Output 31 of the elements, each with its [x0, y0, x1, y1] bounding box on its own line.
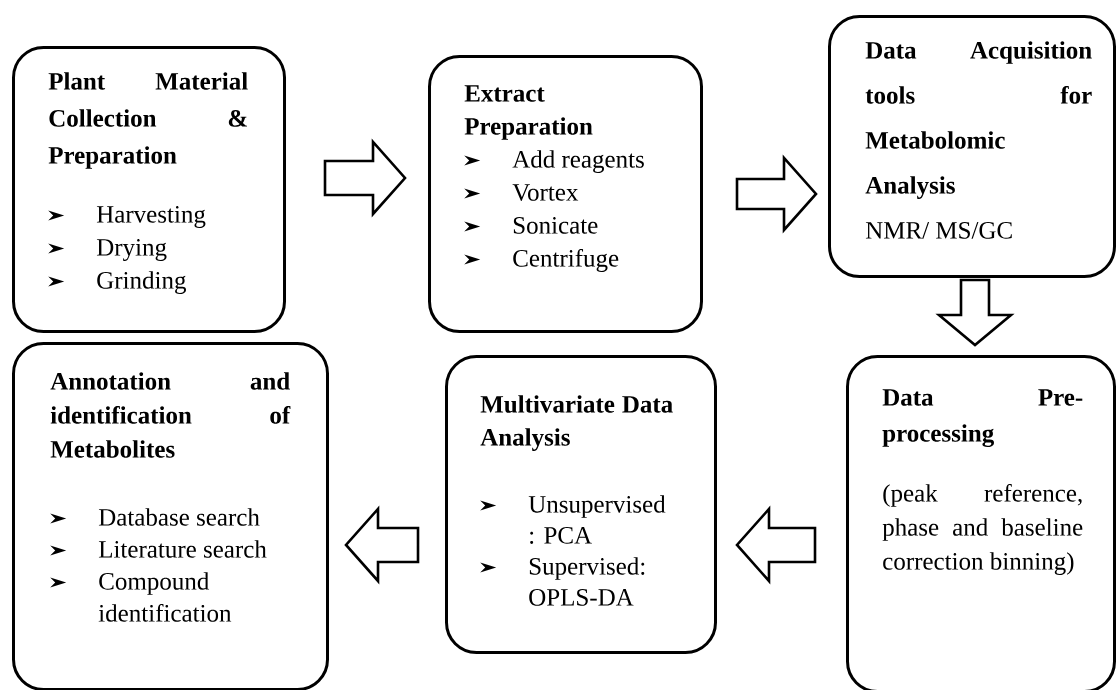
box-heading: Extract Preparation: [464, 85, 593, 140]
process-box: [846, 355, 1116, 690]
box-heading: Multivariate Data Analysis: [480, 395, 673, 451]
block-arrow: [323, 138, 407, 218]
list-item: Literature search: [98, 540, 267, 558]
block-arrow: [735, 154, 818, 234]
box-text: NMR/ MS/GC: [865, 222, 1012, 239]
process-box: [12, 342, 329, 690]
block-arrow: [735, 505, 817, 585]
list-item: Vortex: [512, 184, 579, 201]
block-arrow: [935, 278, 1015, 347]
list-item: Grinding: [97, 271, 186, 294]
list-item: Add reagents: [512, 150, 644, 173]
box-heading: Data Pre-processing: [882, 389, 1083, 448]
list-item: Centrifuge: [513, 248, 619, 272]
process-box: [445, 355, 717, 654]
block-arrow: [344, 505, 420, 585]
list-item: Sonicate: [513, 217, 598, 234]
process-box: [428, 55, 703, 333]
process-box: [828, 15, 1116, 278]
list-item: Unsupervised : PCA: [528, 495, 666, 544]
list-item: Compound identification: [98, 572, 232, 622]
process-box: [12, 46, 286, 333]
box-heading: Data Acquisition tools for Metabolomic Analysis: [865, 41, 1092, 199]
box-heading: Annotation and identification of Metabolites: [50, 372, 291, 458]
list-item: Drying: [96, 239, 167, 261]
box-heading: Plant Material Collection & Preparation: [48, 72, 248, 169]
list-item: Database search: [98, 508, 260, 526]
box-text: (peak reference, phase and baseline correction binning): [882, 483, 1083, 575]
list-item: Harvesting: [96, 206, 206, 228]
list-item: Supervised: OPLS-DA: [529, 557, 645, 606]
